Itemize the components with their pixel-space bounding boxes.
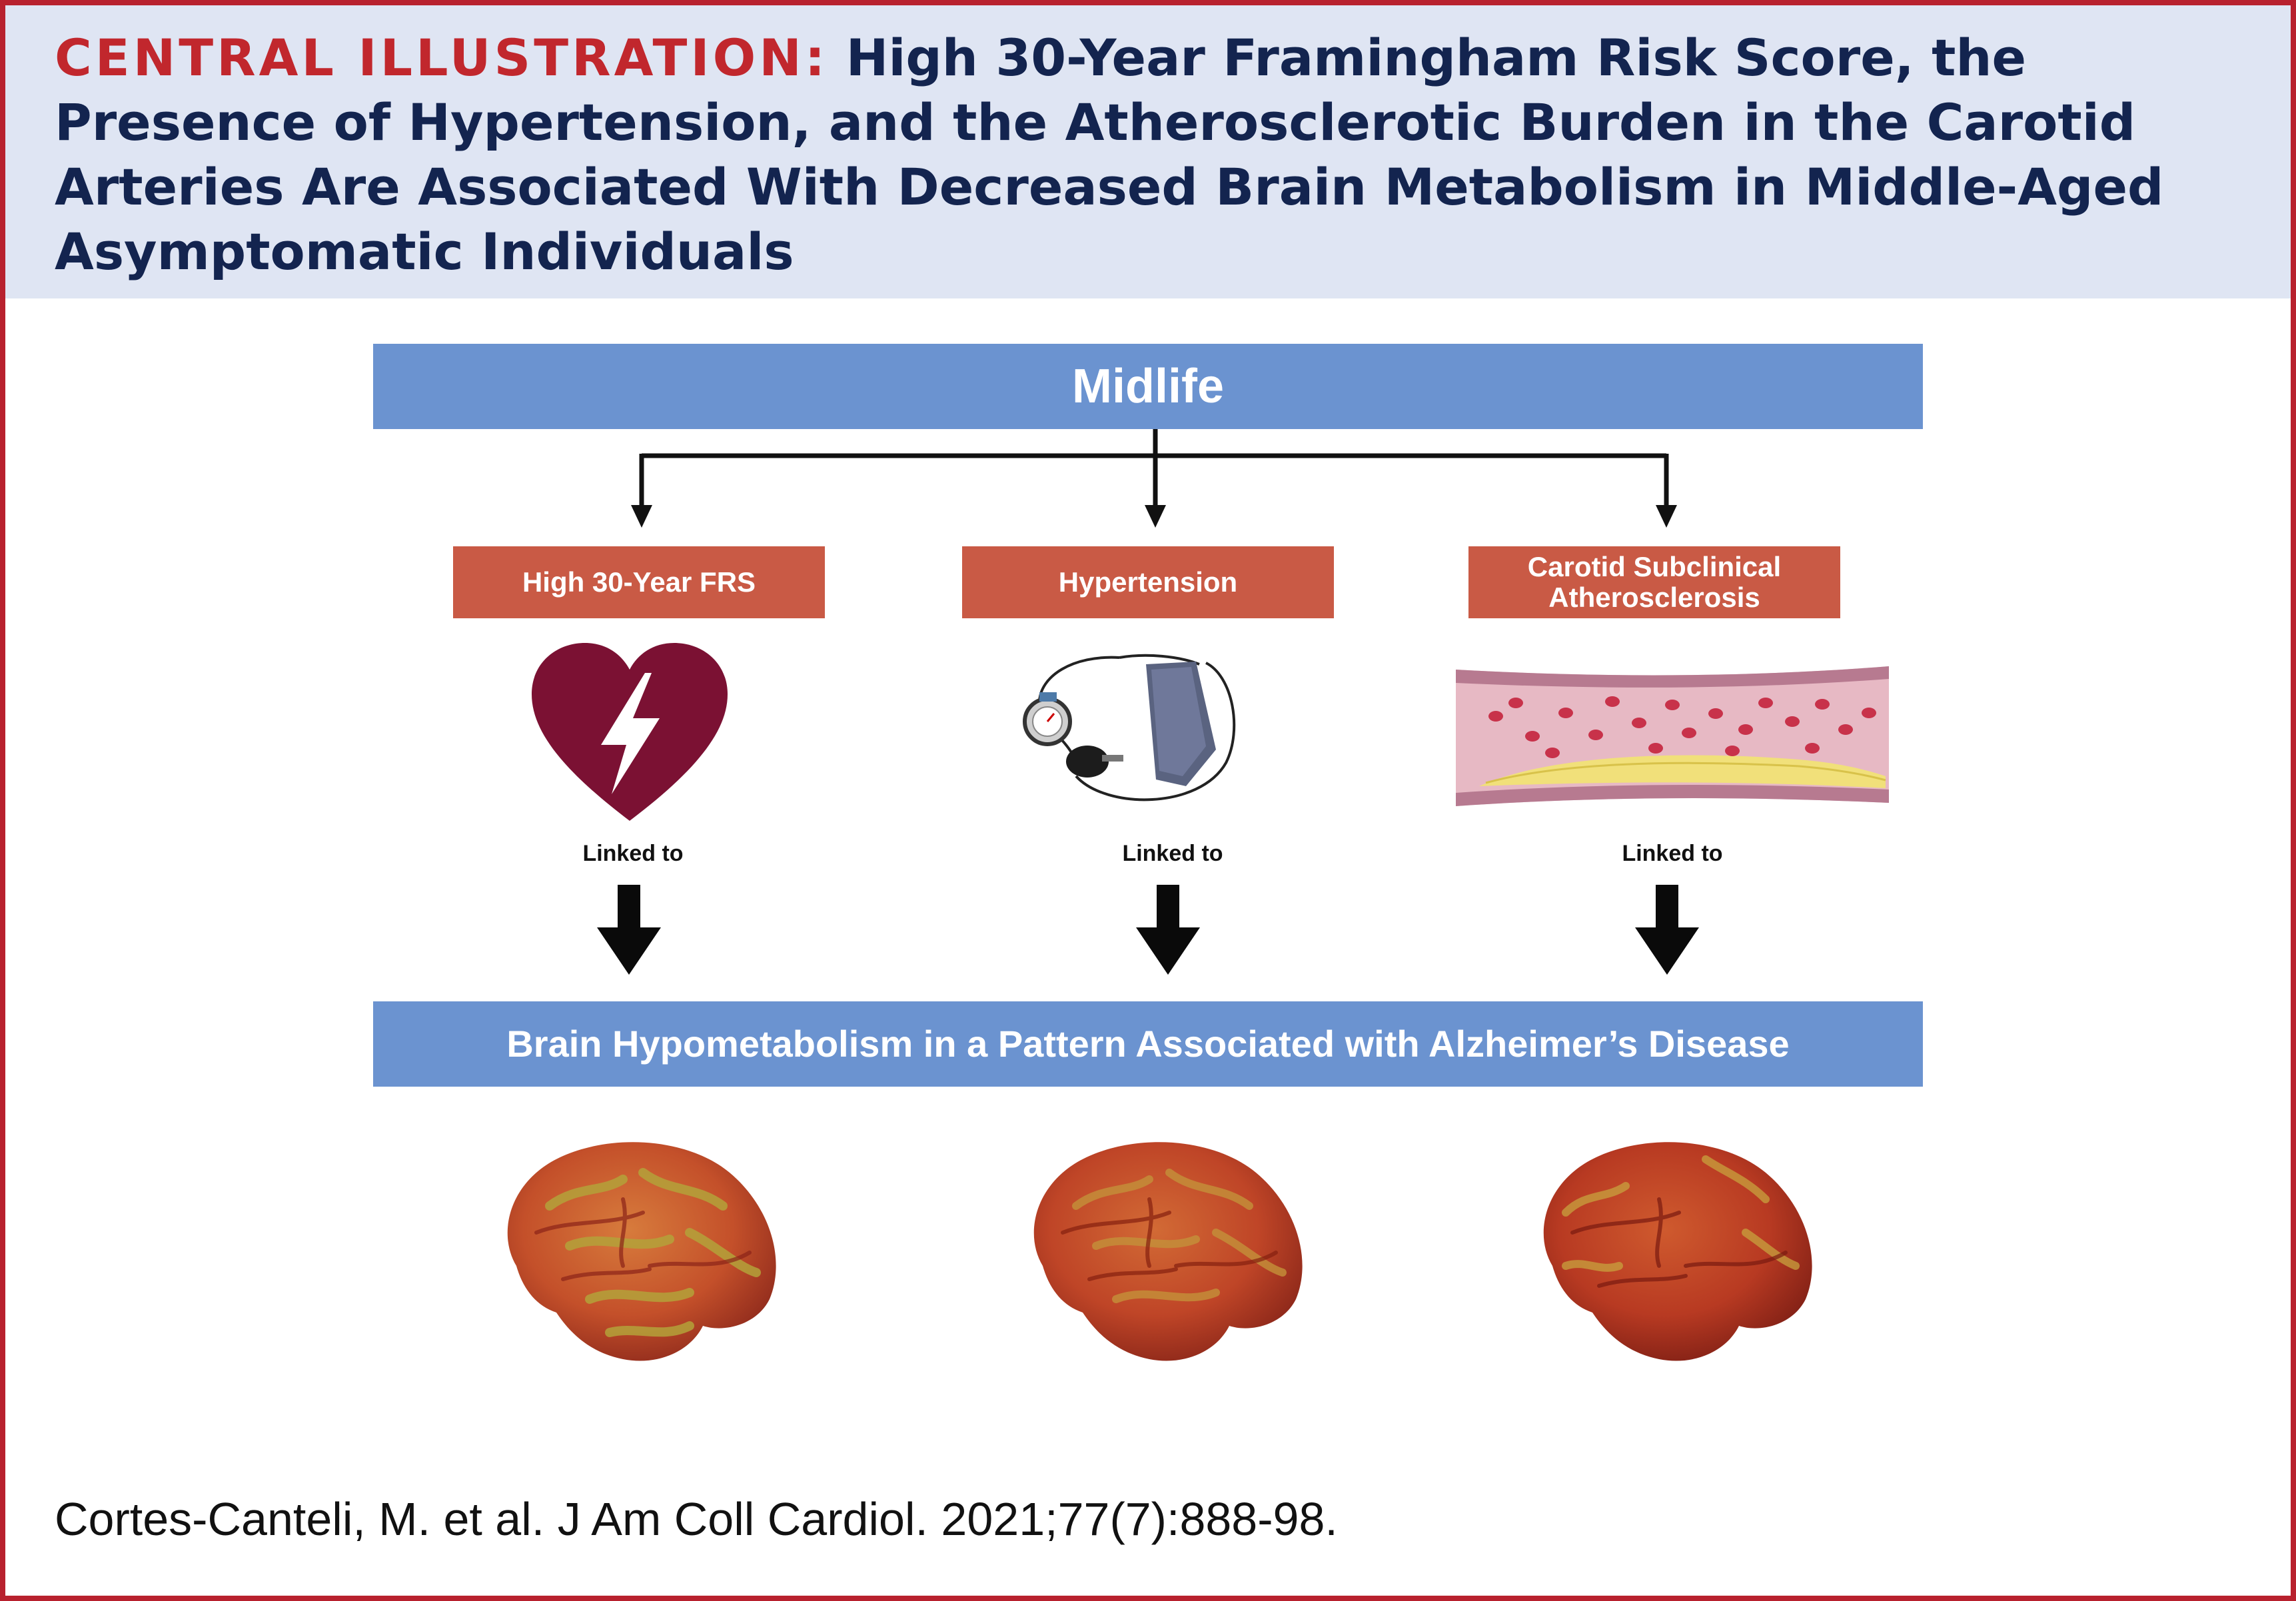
factor-label-frs: High 30-Year FRS [522, 566, 756, 598]
arrowhead-right [1656, 505, 1677, 528]
linked-to-frs: Linked to [582, 841, 684, 866]
down-arrow-right [1635, 885, 1699, 975]
arrowhead-left [631, 505, 652, 528]
down-arrow-center [1136, 885, 1200, 975]
factor-box-hypertension: Hypertension [962, 546, 1334, 618]
title-lead: CENTRAL ILLUSTRATION: [55, 28, 829, 87]
brain-atherosclerosis-icon [1543, 1142, 1812, 1361]
heart-lightning-icon [532, 643, 728, 821]
title-text: High 30-Year Framingham Risk Score, the … [55, 28, 2164, 281]
down-arrow-left [597, 885, 661, 975]
arrowhead-center [1145, 505, 1166, 528]
hypometabolism-band: Brain Hypometabolism in a Pattern Associ… [373, 1001, 1923, 1087]
header-panel [5, 5, 2291, 298]
figure-title: CENTRAL ILLUSTRATION: High 30-Year Frami… [55, 25, 2227, 284]
factor-label-hypertension: Hypertension [1058, 566, 1238, 598]
blood-pressure-cuff-icon [1023, 654, 1236, 801]
linked-to-hypertension: Linked to [1122, 841, 1223, 866]
brain-hypertension-icon [1033, 1142, 1303, 1361]
citation: Cortes-Canteli, M. et al. J Am Coll Card… [55, 1493, 1338, 1545]
midlife-band: Midlife [373, 344, 1923, 429]
factor-box-atherosclerosis: Carotid Subclinical Atherosclerosis [1468, 546, 1840, 618]
factor-box-frs: High 30-Year FRS [453, 546, 825, 618]
factor-label-atherosclerosis-line1: Carotid Subclinical [1527, 551, 1782, 582]
linked-to-atherosclerosis: Linked to [1622, 841, 1723, 866]
artery-plaque-icon [1456, 666, 1889, 806]
brain-frs-icon [507, 1142, 776, 1361]
factor-label-atherosclerosis-line2: Atherosclerosis [1548, 582, 1760, 613]
